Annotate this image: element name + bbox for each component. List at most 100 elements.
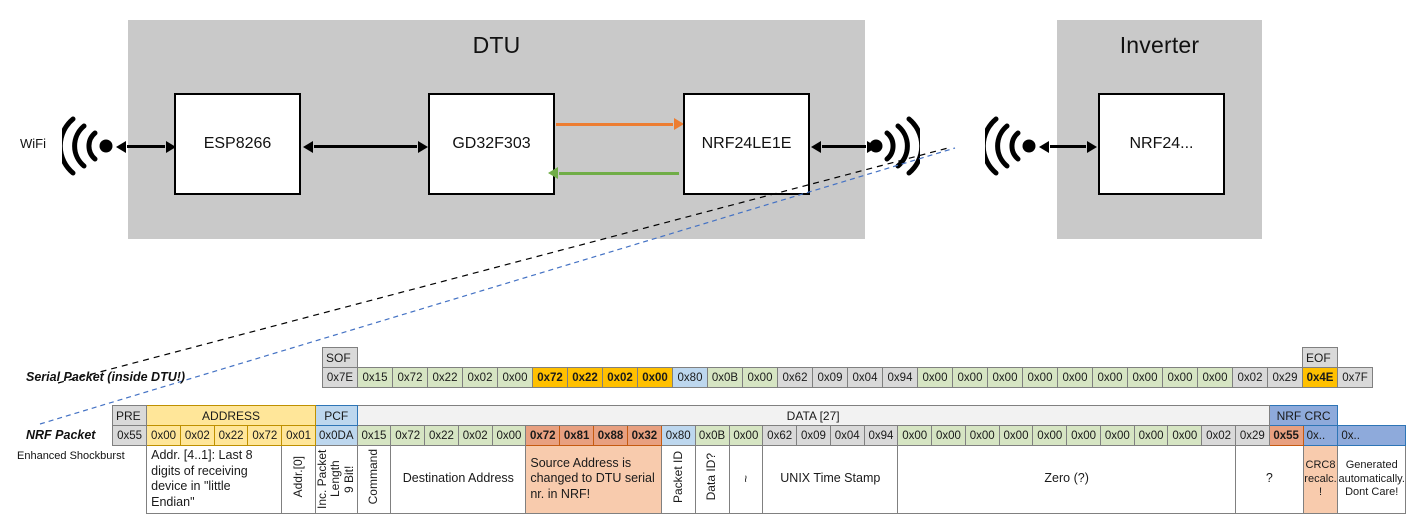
byte-cell: 0x00 xyxy=(728,425,764,446)
serial-packet-label: Serial Packet (inside DTU!) xyxy=(26,370,186,384)
description-text-part: Inc. Packet Length xyxy=(315,449,343,509)
byte-cell: 0x55 xyxy=(1268,425,1304,446)
byte-cell: 0x72 xyxy=(532,367,568,388)
arrow-esp-gd32 xyxy=(314,145,417,148)
byte-cell: 0x15 xyxy=(357,367,393,388)
header-cell-data-27: DATA [27] xyxy=(356,405,1270,426)
inverter-antenna-icon xyxy=(985,116,1036,176)
arrow-inverter-antenna-nrf xyxy=(1050,145,1086,148)
header-cell-nrf-crc: NRF CRC xyxy=(1268,405,1339,426)
byte-cell: 0x62 xyxy=(777,367,813,388)
byte-cell: 0x88 xyxy=(593,425,628,446)
byte-cell: 0x02 xyxy=(179,425,215,446)
byte-cell: 0x00 xyxy=(1162,367,1198,388)
byte-cell: 0x81 xyxy=(559,425,595,446)
inverter-title: Inverter xyxy=(1119,32,1200,58)
byte-cell: 0x55 xyxy=(111,425,148,446)
description-text: Data ID? xyxy=(704,453,719,501)
byte-cell: 0x00 xyxy=(917,367,953,388)
byte-cell: 0x00 xyxy=(1133,425,1169,446)
arrow-rx-green xyxy=(559,172,679,175)
description-cell: Packet ID xyxy=(660,445,696,514)
description-cell xyxy=(113,446,147,514)
byte-cell: 0x00 xyxy=(1057,367,1093,388)
byte-cell: 0x00 xyxy=(742,367,778,388)
nrf-description-row: Addr. [4..1]: Last 8 digits of receiving… xyxy=(113,445,1406,514)
byte-cell: 0x02 xyxy=(462,367,498,388)
byte-cell: 0x22 xyxy=(567,367,603,388)
byte-cell: 0x00 xyxy=(1066,425,1101,446)
byte-cell: 0x0B xyxy=(694,425,730,446)
byte-cell: 0x02 xyxy=(1232,367,1268,388)
byte-cell: 0x29 xyxy=(1267,367,1303,388)
byte-cell: 0x80 xyxy=(660,425,696,446)
arrow-wifi-esp xyxy=(127,145,165,148)
byte-cell: 0x72 xyxy=(392,367,428,388)
description-text-part: 9 Bit! xyxy=(342,465,357,493)
chip-nrf24: NRF24... xyxy=(1098,93,1225,195)
byte-cell: 0x29 xyxy=(1234,425,1270,446)
byte-cell: 0x04 xyxy=(829,425,865,446)
header-cell-spacer xyxy=(358,348,1303,368)
byte-cell: 0x72 xyxy=(390,425,426,446)
description-cell: Generated automatically. Dont Care! xyxy=(1337,445,1406,514)
byte-cell: 0x62 xyxy=(762,425,798,446)
description-text: 9 Bit!Inc. Packet Length xyxy=(315,448,357,510)
description-cell: Data ID? xyxy=(694,445,730,514)
description-cell: ? xyxy=(1234,445,1304,514)
description-cell: Zero (?) xyxy=(897,445,1236,514)
byte-cell: 0x00 xyxy=(964,425,1000,446)
byte-cell: 0x04 xyxy=(847,367,883,388)
header-cell-pre: PRE xyxy=(111,405,148,426)
description-cell: Command xyxy=(356,445,392,514)
byte-cell: 0x32 xyxy=(626,425,662,446)
byte-cell: 0x00 xyxy=(491,425,527,446)
byte-cell: 0x02 xyxy=(1201,425,1236,446)
byte-cell: 0x22 xyxy=(213,425,249,446)
description-cell: CRC8 recalc. ! xyxy=(1302,445,1339,514)
wifi-label: WiFi xyxy=(20,136,46,151)
description-text: Addr.[0] xyxy=(290,456,305,498)
dtu-title: DTU xyxy=(472,32,521,58)
byte-cell: 0x00 xyxy=(1127,367,1163,388)
byte-cell: 0x00 xyxy=(897,425,933,446)
byte-cell: 0x00 xyxy=(998,425,1034,446)
byte-cell: 0x00 xyxy=(1032,425,1068,446)
byte-cell: 0x0B xyxy=(707,367,743,388)
byte-cell: 0x02 xyxy=(457,425,493,446)
byte-cell: 0x00 xyxy=(987,367,1023,388)
byte-cell: 0x94 xyxy=(882,367,918,388)
byte-cell: 0x00 xyxy=(146,425,181,446)
byte-cell: 0x00 xyxy=(1167,425,1203,446)
byte-cell: 0x02 xyxy=(602,367,638,388)
nrf-packet-label: NRF Packet xyxy=(26,428,96,442)
byte-cell: 0x00 xyxy=(637,367,673,388)
byte-cell: 0x7F xyxy=(1337,367,1373,388)
chip-nrf24le1e-label: NRF24LE1E xyxy=(701,135,792,152)
description-text: Command xyxy=(366,449,381,505)
byte-cell: 0x00 xyxy=(931,425,966,446)
byte-cell: 0x09 xyxy=(796,425,831,446)
byte-cell: 0x00 xyxy=(1197,367,1233,388)
chip-nrf24-label: NRF24... xyxy=(1129,135,1194,152)
byte-cell: 0x00 xyxy=(497,367,533,388)
description-cell: Addr.[0] xyxy=(281,445,316,514)
block-diagram: DTU Inverter WiFi ESP8266 GD32F303 NRF24… xyxy=(0,0,1406,330)
byte-cell: 0x72 xyxy=(247,425,283,446)
description-cell: Addr. [4..1]: Last 8 digits of receiving… xyxy=(146,445,283,514)
byte-cell: 0x00 xyxy=(952,367,988,388)
header-cell-eof: EOF xyxy=(1302,347,1338,368)
chip-nrf24le1e: NRF24LE1E xyxy=(683,93,810,195)
chip-esp8266-label: ESP8266 xyxy=(203,135,272,152)
byte-cell: 0x.. xyxy=(1337,425,1406,446)
description-text: ~ xyxy=(737,474,753,483)
byte-cell: 0x22 xyxy=(427,367,463,388)
byte-cell: 0x09 xyxy=(812,367,848,388)
inverter-enclosure: Inverter xyxy=(1057,20,1262,239)
nrf-packet-sublabel: Enhanced Shockburst xyxy=(17,450,125,462)
description-cell: 9 Bit!Inc. Packet Length xyxy=(314,445,358,514)
